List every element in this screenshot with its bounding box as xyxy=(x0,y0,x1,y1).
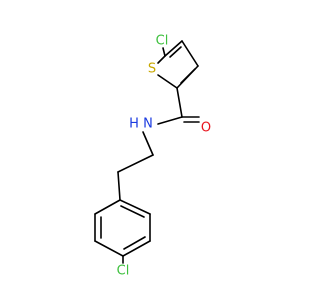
bond-carbonyl-n xyxy=(157,116,183,125)
molecule-structure: Cl S O N H Cl xyxy=(94,34,211,279)
bond-ar4-ar5-inner xyxy=(123,236,146,250)
bond-c4-c5-inner xyxy=(169,46,182,58)
bond-c5-s xyxy=(157,55,166,64)
bond-c4-c5 xyxy=(164,40,183,57)
bond-ar4-ar5 xyxy=(122,240,151,257)
atom-s-ring: S xyxy=(148,62,156,77)
bond-n-ch2 xyxy=(142,131,154,156)
atom-labels: Cl S O N H Cl xyxy=(117,34,211,279)
bond-cl-c5 xyxy=(162,47,166,57)
atom-cl-bottom: Cl xyxy=(117,264,130,279)
amide-group xyxy=(157,87,200,125)
atom-o-carbonyl: O xyxy=(201,121,211,136)
bond-ar6-ar1-inner xyxy=(120,205,145,218)
bond-ar3-ar4 xyxy=(94,240,124,257)
bond-s-c2 xyxy=(157,74,178,89)
bond-ar1-ar2 xyxy=(94,199,121,215)
bond-c2-c3-inner xyxy=(180,68,196,84)
bond-ar6-ar1 xyxy=(119,199,151,215)
atom-cl-top: Cl xyxy=(156,34,169,49)
atom-h-amide: H xyxy=(129,117,139,132)
atom-n-amide: N xyxy=(143,117,153,132)
thiophene-ring xyxy=(157,40,199,89)
benzene-ring xyxy=(94,199,151,264)
bond-ch2-aryl xyxy=(117,171,121,201)
ethyl-linker xyxy=(117,131,154,201)
bond-c3-c4 xyxy=(181,40,199,67)
bond-c2-carbonyl xyxy=(176,87,183,118)
bond-ch2-ch2 xyxy=(117,154,154,173)
